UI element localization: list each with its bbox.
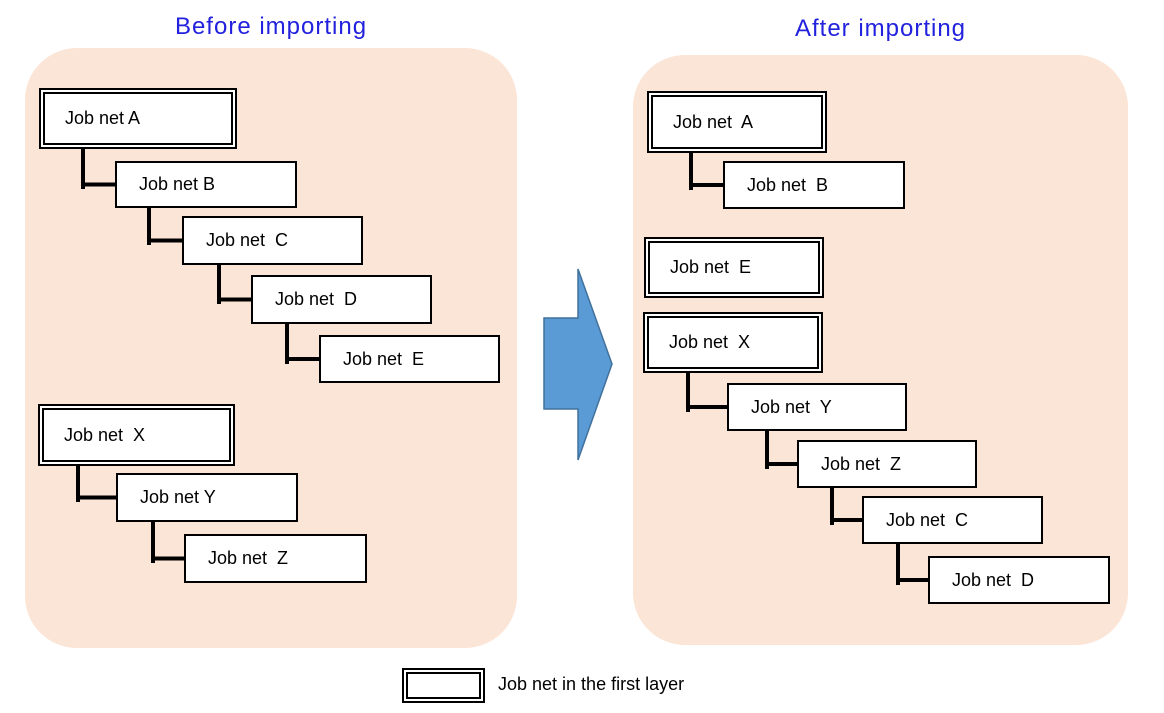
import-transform-arrow-icon — [543, 268, 613, 461]
jobnet-label: Job net X — [64, 424, 146, 445]
first-layer-inner-frame: Job net X — [42, 408, 231, 462]
jobnet-box-after-x: Job net X — [643, 312, 823, 373]
first-layer-inner-frame: Job net X — [647, 316, 819, 369]
jobnet-label: Job net E — [343, 348, 425, 369]
first-layer-inner-frame — [406, 672, 481, 699]
jobnet-box-after-e: Job net E — [644, 237, 824, 298]
jobnet-box-before-x: Job net X — [38, 404, 235, 466]
connector-a-b-after — [689, 153, 723, 190]
connector-a-b — [81, 149, 115, 189]
jobnet-label: Job net D — [275, 289, 358, 309]
jobnet-box-before-c: Job net C — [182, 216, 363, 265]
jobnet-box-before-a: Job net A — [39, 88, 237, 149]
connector-y-z — [151, 522, 184, 563]
jobnet-label: Job net A — [673, 111, 754, 132]
first-layer-inner-frame: Job net E — [648, 241, 820, 294]
after-tree-connectors — [686, 153, 928, 585]
jobnet-box-after-y: Job net Y — [727, 383, 907, 431]
jobnet-box-before-z: Job net Z — [184, 534, 367, 583]
jobnet-label: Job net C — [886, 509, 969, 530]
jobnet-box-before-d: Job net D — [251, 275, 432, 324]
jobnet-box-after-b: Job net B — [723, 161, 905, 209]
connector-y-z-after — [765, 431, 797, 469]
jobnet-label: Job net Z — [208, 548, 289, 568]
connector-c-d — [217, 265, 251, 304]
jobnet-label: Job net C — [206, 230, 289, 250]
before-importing-title: Before importing — [174, 13, 368, 40]
jobnet-label: Job net Y — [751, 396, 832, 417]
first-layer-inner-frame: Job net A — [43, 92, 233, 145]
jobnet-label: Job net X — [669, 332, 751, 352]
jobnet-label: Job net A — [65, 108, 141, 128]
jobnet-box-after-a: Job net A — [647, 91, 827, 153]
jobnet-box-before-b: Job net B — [115, 161, 297, 208]
connector-b-c — [147, 208, 182, 245]
jobnet-box-after-d: Job net D — [928, 556, 1110, 604]
connector-c-d-after — [896, 544, 928, 585]
jobnet-box-before-y: Job net Y — [116, 473, 298, 522]
jobnet-label: Job net D — [952, 569, 1035, 590]
jobnet-box-after-c: Job net C — [862, 496, 1043, 544]
first-layer-inner-frame: Job net A — [651, 95, 823, 149]
connector-d-e — [285, 324, 319, 364]
jobnet-label: Job net B — [139, 174, 216, 194]
connector-z-c-after — [830, 488, 862, 525]
jobnet-label: Job net B — [747, 174, 829, 195]
jobnet-box-before-e: Job net E — [319, 335, 500, 383]
connector-x-y-after — [686, 373, 727, 412]
after-importing-title: After importing — [794, 15, 967, 42]
jobnet-label: Job net Y — [140, 487, 216, 507]
legend-label: Job net in the first layer — [498, 674, 685, 694]
jobnet-box-after-z: Job net Z — [797, 440, 977, 488]
jobnet-label: Job net Z — [821, 453, 902, 474]
before-tree-connectors — [76, 149, 319, 563]
legend-first-layer-box — [402, 668, 485, 703]
connector-x-y — [76, 466, 116, 502]
jobnet-label: Job net E — [670, 257, 752, 277]
